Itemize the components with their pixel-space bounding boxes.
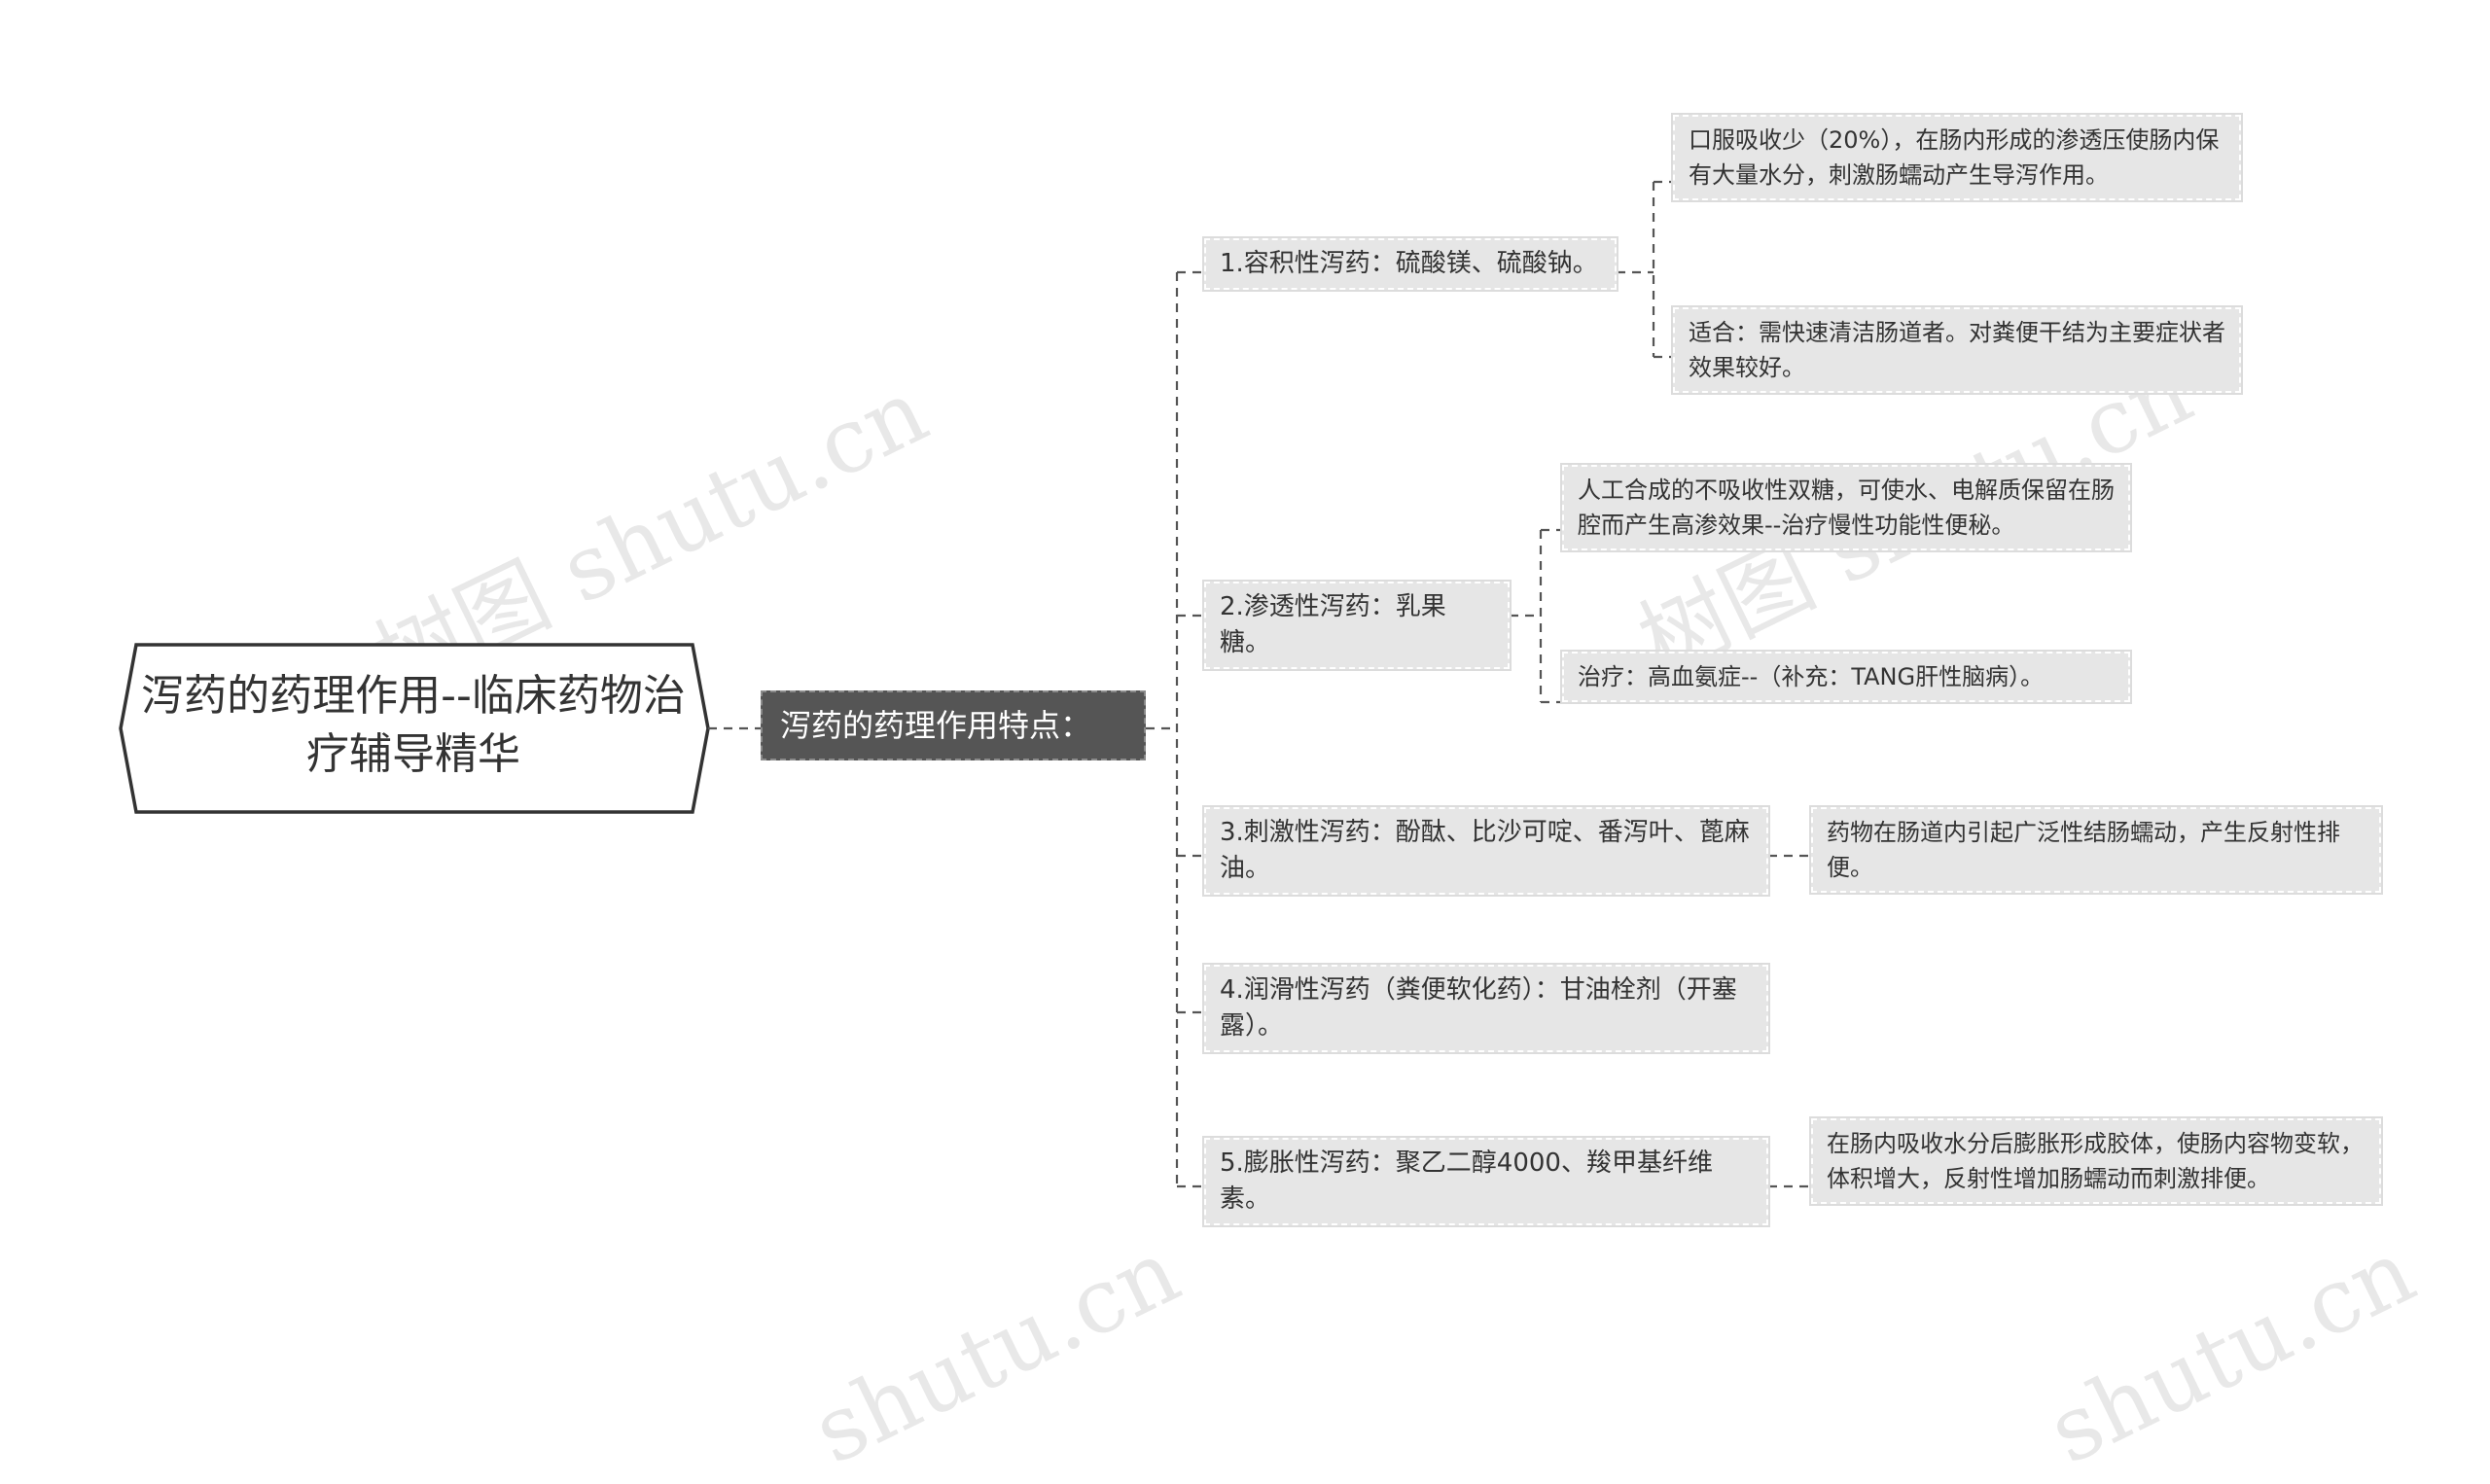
category-node-4[interactable]: 4.润滑性泻药（粪便软化药）：甘油栓剂（开塞露）。 (1204, 965, 1768, 1052)
detail-node-1-1[interactable]: 口服吸收少（20%），在肠内形成的渗透压使肠内保有大量水分，刺激肠蠕动产生导泻作… (1673, 115, 2241, 200)
detail-node-2-2[interactable]: 治疗：高血氨症--（补充：TANG肝性脑病）。 (1562, 652, 2130, 702)
root-node-title[interactable]: 泻药的药理作用--临床药物治疗辅导精华 (141, 671, 686, 779)
category-node-2[interactable]: 2.渗透性泻药：乳果糖。 (1204, 582, 1510, 669)
detail-node-3-1[interactable]: 药物在肠道内引起广泛性结肠蠕动，产生反射性排便。 (1811, 807, 2381, 893)
category-node-5[interactable]: 5.膨胀性泻药：聚乙二醇4000、羧甲基纤维素。 (1204, 1138, 1768, 1225)
category-node-1[interactable]: 1.容积性泻药：硫酸镁、硫酸钠。 (1204, 238, 1617, 290)
connector-cat1-bus (1617, 182, 1655, 357)
category-node-3[interactable]: 3.刺激性泻药：酚酞、比沙可啶、番泻叶、蓖麻油。 (1204, 807, 1768, 895)
detail-node-1-2[interactable]: 适合：需快速清洁肠道者。对粪便干结为主要症状者效果较好。 (1673, 307, 2241, 393)
detail-node-2-1[interactable]: 人工合成的不吸收性双糖，可使水、电解质保留在肠腔而产生高渗效果--治疗慢性功能性… (1562, 465, 2130, 550)
main-topic-node[interactable]: 泻药的药理作用特点： (761, 690, 1146, 760)
mindmap-canvas: 树图 shutu.cn 树图 shutu.cn shutu.cn shutu.c… (119, 115, 2430, 1484)
connector-lines (119, 180, 1811, 1188)
root-node-shape[interactable] (119, 643, 710, 814)
detail-node-5-1[interactable]: 在肠内吸收水分后膨胀形成胶体，使肠内容物变软，体积增大，反射性增加肠蠕动而刺激排… (1811, 1118, 2381, 1204)
connector-cat2-bus (1510, 530, 1543, 702)
